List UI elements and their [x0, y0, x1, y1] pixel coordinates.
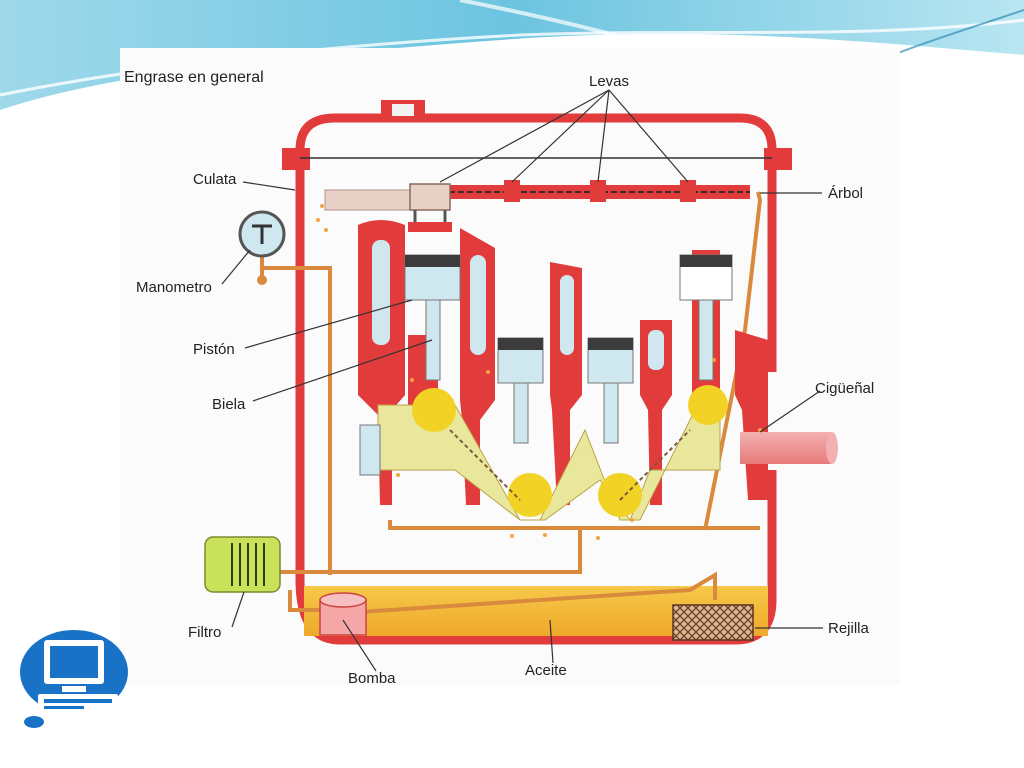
leader-lines — [221, 89, 823, 672]
oil-splashes — [316, 204, 762, 540]
pistons — [404, 254, 733, 384]
engine-block — [295, 113, 777, 645]
connecting-rods — [425, 299, 714, 444]
cylinder-bores — [372, 240, 664, 370]
diagram-title: Engrase en general — [124, 69, 264, 86]
label-piston: Pistón — [193, 341, 235, 358]
oil-pump — [319, 592, 367, 636]
crankshaft — [359, 385, 838, 522]
camshaft — [324, 180, 750, 232]
oil-lines — [262, 191, 763, 614]
oil-strainer — [672, 604, 754, 641]
label-arbol: Árbol — [828, 185, 863, 202]
computer-icon — [20, 630, 128, 728]
manometer-gauge — [238, 210, 286, 285]
label-filtro: Filtro — [188, 624, 221, 641]
label-ciguenal: Cigüeñal — [815, 380, 874, 397]
label-bomba: Bomba — [348, 670, 396, 687]
label-manometro: Manometro — [136, 279, 212, 296]
label-culata: Culata — [193, 171, 237, 188]
oil-filter — [204, 536, 281, 593]
label-aceite: Aceite — [525, 662, 567, 679]
label-biela: Biela — [212, 396, 246, 413]
label-rejilla: Rejilla — [828, 620, 870, 637]
label-levas: Levas — [589, 73, 629, 90]
